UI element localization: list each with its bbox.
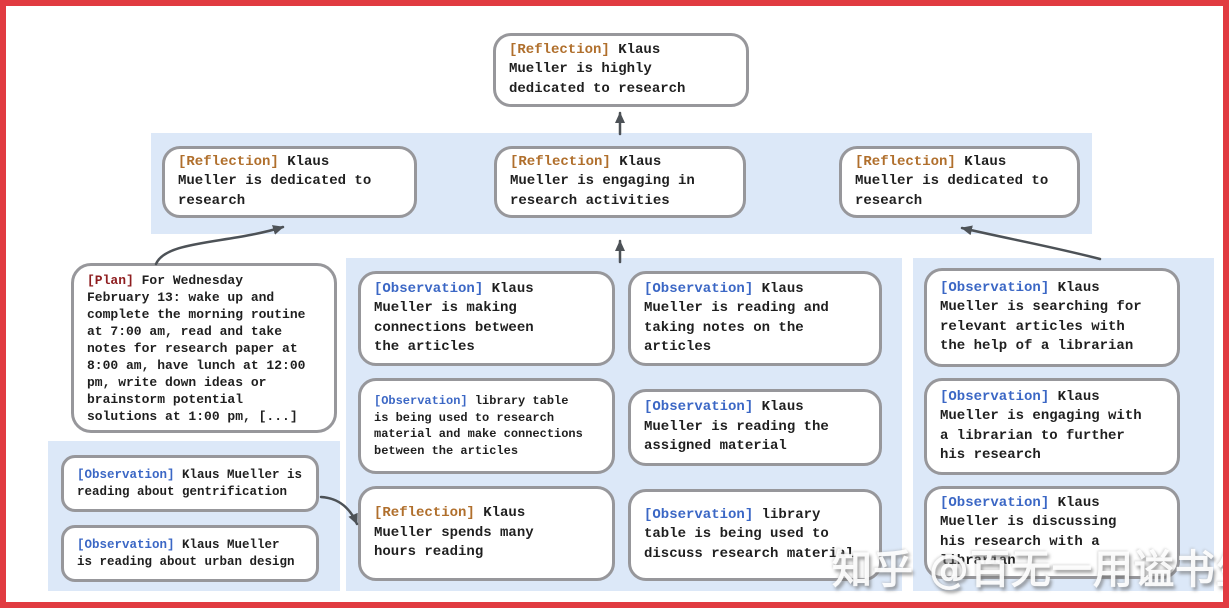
- node-observation-searching-articles: [Observation]Klaus Mueller is searching …: [924, 268, 1180, 367]
- observation-tag: [Observation]: [644, 280, 754, 297]
- reflection-tag: [Reflection]: [178, 153, 279, 170]
- node-observation-gentrification: [Observation]Klaus Mueller is reading ab…: [61, 455, 319, 512]
- observation-tag: [Observation]: [644, 506, 754, 523]
- observation-tag: [Observation]: [940, 494, 1050, 511]
- node-observation-discussing-librarian: [Observation]Klaus Mueller is discussing…: [924, 486, 1180, 579]
- reflection-tag: [Reflection]: [374, 505, 475, 522]
- observation-tag: [Observation]: [77, 467, 175, 482]
- node-text: Klaus Mueller is making connections betw…: [374, 280, 534, 356]
- plan-tag: [Plan]: [87, 272, 134, 288]
- node-text: Klaus Mueller is dedicated to research: [855, 153, 1049, 209]
- node-text: Klaus Mueller is reading the assigned ma…: [644, 399, 829, 455]
- node-text: Klaus Mueller is reading about gentrific…: [77, 467, 303, 499]
- node-text: Klaus Mueller is searching for relevant …: [940, 279, 1142, 355]
- observation-tag: [Observation]: [940, 279, 1050, 296]
- node-text: Klaus Mueller is reading and taking note…: [644, 280, 829, 356]
- node-plan: [Plan]For Wednesday February 13: wake up…: [71, 263, 337, 433]
- node-observation-engaging-librarian: [Observation]Klaus Mueller is engaging w…: [924, 378, 1180, 475]
- node-reflection-hours-reading: [Reflection]Klaus Mueller spends many ho…: [358, 486, 615, 581]
- node-text: Klaus Mueller spends many hours reading: [374, 505, 534, 561]
- node-reflection-middle: [Reflection]Klaus Mueller is engaging in…: [494, 146, 746, 218]
- zhihu-watermark: 知乎 @百无一用谥书生: [832, 547, 1229, 593]
- observation-tag: [Observation]: [77, 537, 175, 552]
- observation-tag: [Observation]: [374, 394, 468, 408]
- node-observation-library-table-discuss: [Observation]library table is being used…: [628, 489, 882, 581]
- observation-tag: [Observation]: [644, 399, 754, 416]
- observation-tag: [Observation]: [940, 388, 1050, 405]
- node-observation-connections: [Observation]Klaus Mueller is making con…: [358, 271, 615, 366]
- reflection-tag: [Reflection]: [510, 153, 611, 170]
- node-text: Klaus Mueller is engaging with a librari…: [940, 388, 1142, 464]
- node-observation-taking-notes: [Observation]Klaus Mueller is reading an…: [628, 271, 882, 366]
- node-observation-urban-design: [Observation]Klaus Mueller is reading ab…: [61, 525, 319, 582]
- node-text: library table is being used to research …: [374, 394, 583, 458]
- node-observation-assigned-material: [Observation]Klaus Mueller is reading th…: [628, 389, 882, 466]
- node-reflection-left: [Reflection]Klaus Mueller is dedicated t…: [162, 146, 417, 218]
- node-reflection-top: [Reflection]Klaus Mueller is highly dedi…: [493, 33, 749, 107]
- node-text: Klaus Mueller is highly dedicated to res…: [509, 41, 686, 97]
- node-text: Klaus Mueller is reading about urban des…: [77, 537, 295, 569]
- node-text: For Wednesday February 13: wake up and c…: [87, 272, 306, 424]
- reflection-tag: [Reflection]: [509, 41, 610, 58]
- node-reflection-right: [Reflection]Klaus Mueller is dedicated t…: [839, 146, 1080, 218]
- reflection-tag: [Reflection]: [855, 153, 956, 170]
- observation-tag: [Observation]: [374, 280, 484, 297]
- node-observation-library-table-research: [Observation]library table is being used…: [358, 378, 615, 474]
- node-text: Klaus Mueller is discussing his research…: [940, 494, 1117, 570]
- node-text: Klaus Mueller is dedicated to research: [178, 153, 372, 209]
- node-text: Klaus Mueller is engaging in research ac…: [510, 153, 695, 209]
- node-text: library table is being used to discuss r…: [644, 506, 855, 562]
